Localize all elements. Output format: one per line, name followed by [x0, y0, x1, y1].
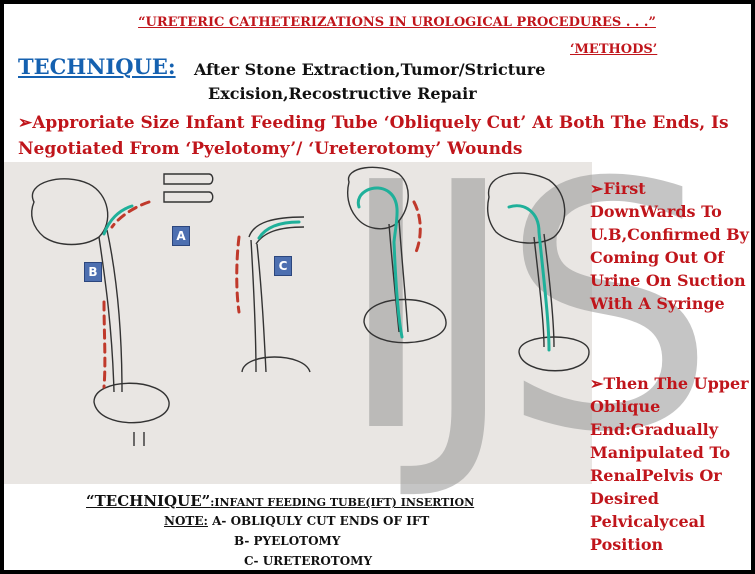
bladder-outline [94, 383, 169, 422]
technique-text-line1: After Stone Extraction,Tumor/Stricture [194, 60, 545, 79]
ureter-outline [251, 240, 256, 372]
slide-title: “URETERIC CATHETERIZATIONS IN UROLOGICAL… [72, 15, 722, 30]
insertion-arrow [414, 202, 420, 252]
kidney-outline [348, 167, 409, 228]
label-a: A [172, 226, 190, 246]
side-bullet-second: ➢Then The Upper Oblique End:Gradually Ma… [590, 372, 751, 556]
note-label: NOTE: [164, 514, 208, 528]
label-c: C [274, 256, 292, 276]
technique-text-line2: Excision,Recostructive Repair [208, 84, 477, 103]
bladder-outline [364, 300, 446, 343]
ureter-outline [256, 227, 304, 244]
main-bullet: ➢Approriate Size Infant Feeding Tube ‘Ob… [18, 110, 748, 162]
insertion-arrow [104, 302, 105, 387]
catheterization-illustration [4, 162, 592, 484]
note-line-c: C- URETEROTOMY [244, 554, 372, 568]
note-a: A- OBLIQULY CUT ENDS OF IFT [208, 514, 429, 528]
ureter-outline [99, 237, 114, 392]
note-line-b: B- PYELOTOMY [234, 534, 340, 548]
feeding-tube [358, 188, 402, 337]
label-b: B [84, 262, 102, 282]
side-bullet-first: ➢First DownWards To U.B,Confirmed By Com… [590, 177, 751, 315]
caption-heading: “TECHNIQUE” [86, 492, 210, 510]
figure-caption: “TECHNIQUE”:INFANT FEEDING TUBE(IFT) INS… [86, 492, 474, 510]
technique-heading: TECHNIQUE: [18, 54, 176, 79]
ureter-outline [399, 220, 408, 332]
caption-text: :INFANT FEEDING TUBE(IFT) INSERTION [210, 496, 474, 509]
bladder-outline [242, 357, 310, 372]
ureter-outline [257, 244, 266, 372]
kidney-outline [32, 179, 108, 245]
slide: IJS [4, 4, 751, 570]
note-line-a: NOTE: A- OBLIQULY CUT ENDS OF IFT [164, 514, 429, 528]
insertion-arrow [237, 237, 239, 312]
methods-subtitle: ‘METHODS’ [570, 42, 657, 57]
